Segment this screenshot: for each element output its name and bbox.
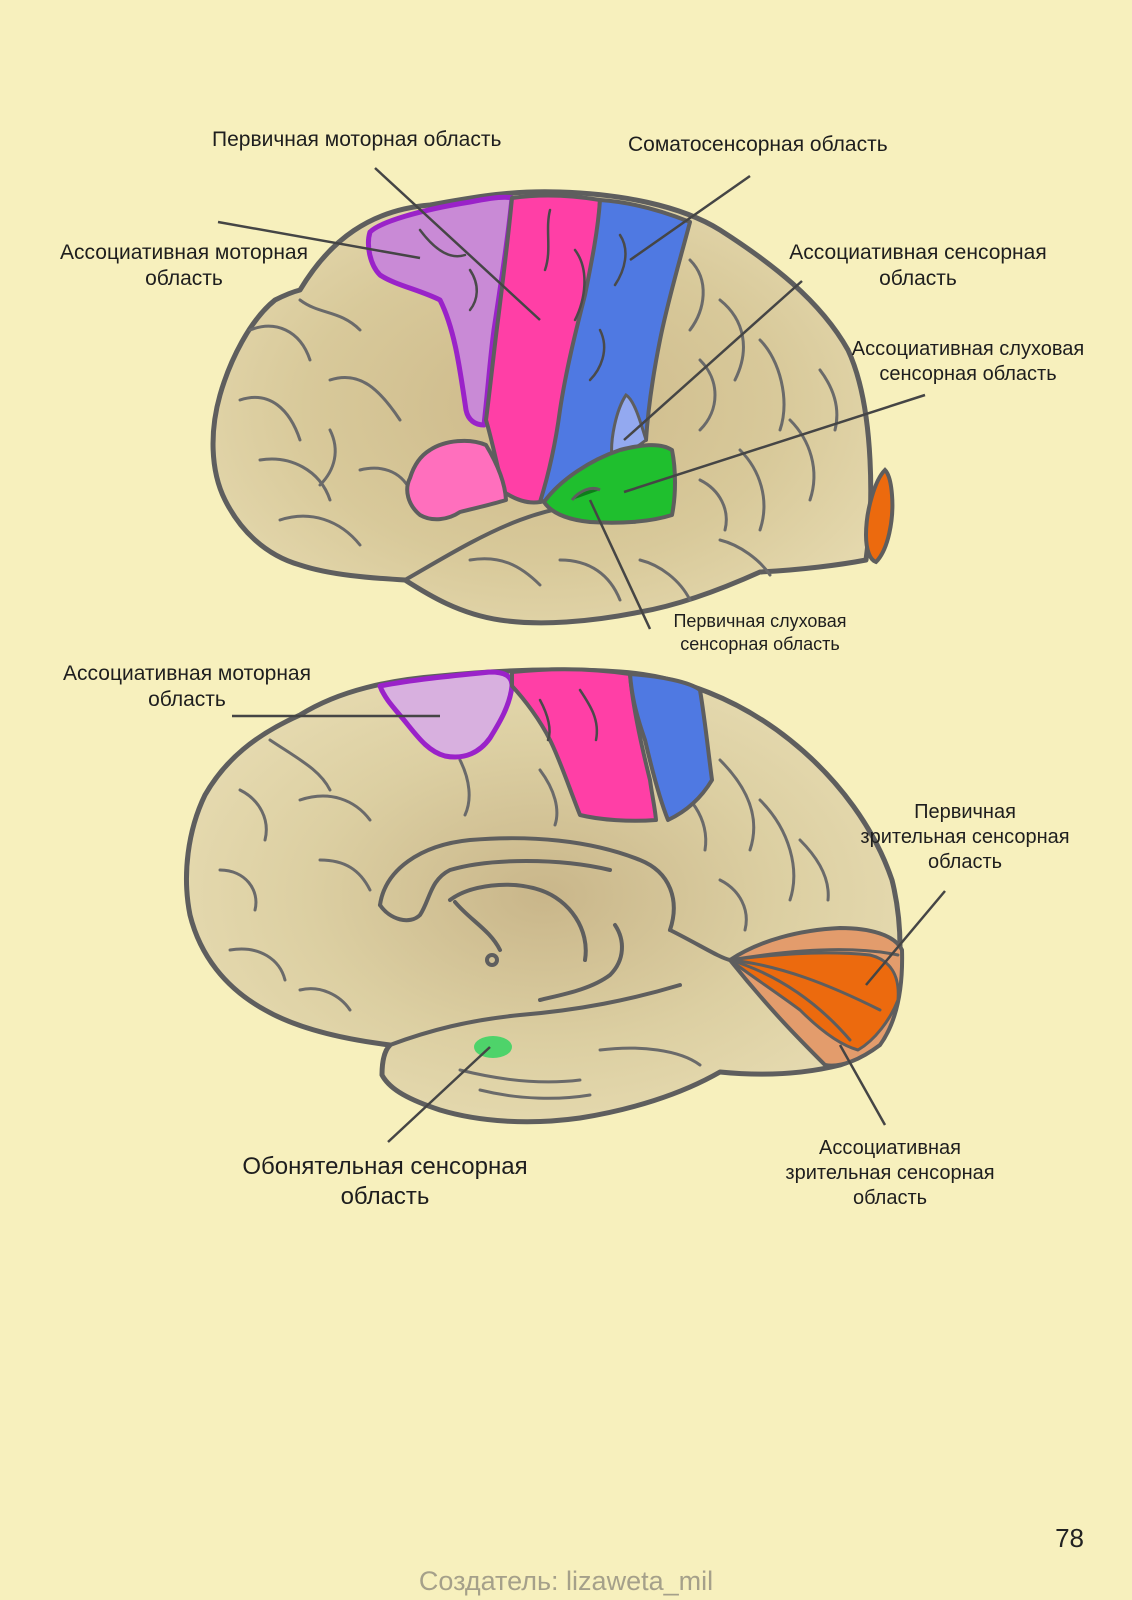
lateral-auditory-area [542,443,677,525]
medial-brain-outline [184,667,903,1125]
medial-somatosensory-area [628,672,714,822]
lateral-visual-area [863,467,895,565]
credit-text: Создатель: lizaweta_mil [418,1566,714,1596]
label-primary-motor: Первичная моторная область [212,128,502,151]
medial-primary-motor-area [510,667,658,823]
label-primary-visual: Первичная зрительная сенсорная область [860,801,1070,873]
medial-assoc-motor-area [377,669,515,760]
label-olfactory: Обонятельная сенсорная область [242,1153,528,1210]
label-somatosensory: Соматосенсорная область [628,133,888,156]
label-primary-auditory: Первичная слуховая сенсорная область [673,611,847,654]
medial-olfactory-area [474,1036,512,1058]
medial-brain [184,667,905,1125]
page-number: 78 [1055,1523,1084,1553]
label-assoc-motor-medial: Ассоциативная моторная область [63,662,311,712]
lateral-leader-lines [217,167,926,630]
label-assoc-motor-lateral: Ассоциативная моторная область [60,241,308,291]
label-assoc-auditory: Ассоциативная слуховая сенсорная область [851,338,1085,385]
label-assoc-sensory: Ассоциативная сенсорная область [789,241,1047,291]
medial-leader-lines [232,714,946,1143]
label-assoc-visual: Ассоциативная зрительная сенсорная облас… [785,1137,995,1209]
lateral-broca-area [405,438,508,522]
